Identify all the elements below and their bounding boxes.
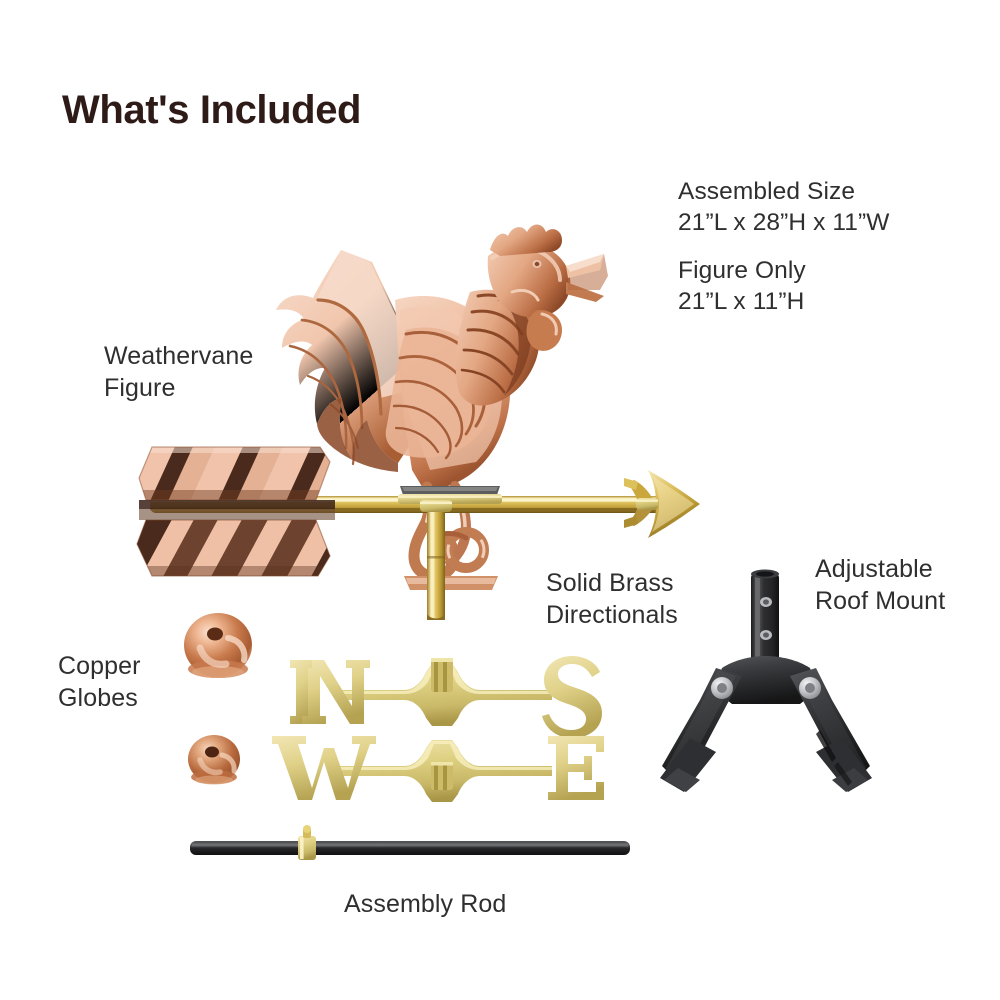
label-weathervane-figure: Weathervane Figure	[104, 342, 254, 402]
label-solid-brass-directionals: Solid Brass Directionals	[546, 569, 678, 629]
directional-letter-w	[272, 736, 376, 800]
directional-letter-n	[290, 660, 370, 724]
weathervane-rooster-figure	[276, 224, 608, 590]
spec-assembled-size: Assembled Size 21”L x 28”H x 11”W	[678, 178, 890, 237]
page-title: What's Included	[62, 88, 362, 132]
assembly-rod	[190, 825, 630, 860]
label-adjustable-roof-mount: Adjustable Roof Mount	[815, 555, 946, 615]
directional-west-east	[272, 736, 604, 802]
directional-letter-e	[548, 736, 604, 800]
spec-figure-only: Figure Only 21”L x 11”H	[678, 257, 806, 316]
directional-north-south	[290, 656, 602, 738]
copper-globe-large	[184, 613, 252, 678]
label-copper-globes: Copper Globes	[58, 652, 141, 712]
copper-globe-small	[188, 735, 240, 785]
label-assembly-rod: Assembly Rod	[344, 890, 507, 918]
directional-letter-s	[542, 656, 602, 738]
